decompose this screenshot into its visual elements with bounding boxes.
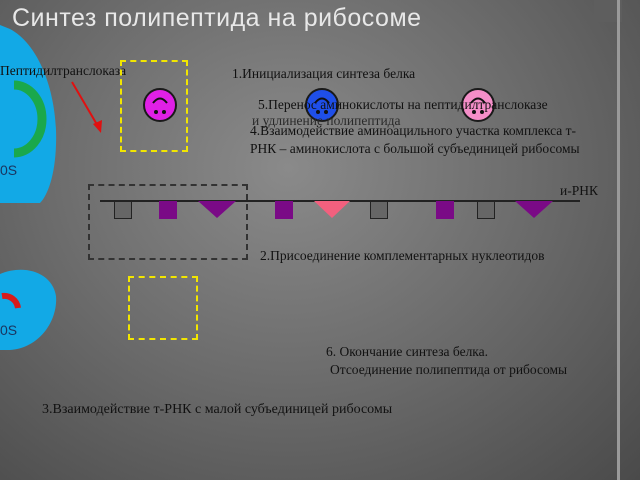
square-nucleotide-icon (370, 201, 388, 219)
smiley-face-icon (305, 88, 339, 122)
step5-continuation: и удлинение полипептида (252, 113, 401, 128)
step1-label: 1.Инициализация синтеза белка (232, 66, 416, 81)
red-arrow-icon (71, 81, 102, 133)
square-nucleotide-icon (275, 201, 293, 219)
corner-decoration (594, 0, 622, 22)
square-nucleotide-icon (159, 201, 177, 219)
step6-title: 6. Окончание синтеза белка. (326, 344, 489, 359)
smiley-face-icon (461, 88, 495, 122)
green-arc-icon (13, 80, 47, 158)
mrna-label: и-РНК (560, 183, 598, 198)
page-title: Синтез полипептида на рибосоме (12, 4, 422, 32)
step2-label: 2.Присоединение комплементарных нуклеоти… (260, 248, 545, 263)
peptidyl-slot-box (120, 60, 188, 152)
square-nucleotide-icon (436, 201, 454, 219)
large-subunit-shape (0, 25, 57, 203)
step5-label: 5.Перенос аминокислоты на пептидилтрансл… (258, 97, 548, 112)
step6-detail: Отсоединение полипептида от рибосомы (330, 362, 568, 377)
large-subunit-label: 0S (0, 162, 18, 178)
triangle-nucleotide-icon (314, 201, 350, 218)
vertical-decoration-line (617, 0, 620, 480)
triangle-nucleotide-icon (198, 201, 236, 218)
step4-label: 4.Взаимодействие аминоацильного участка … (250, 123, 580, 156)
ribosome-site-box (88, 184, 248, 260)
square-nucleotide-icon (114, 201, 132, 219)
peptidyl-label: Пептидилтранслоказа (0, 63, 127, 78)
small-subunit-shape (0, 269, 57, 350)
smiley-face-icon (143, 88, 177, 122)
small-subunit-label: 0S (0, 322, 18, 338)
step3-label: 3.Взаимодействие т-РНК с малой субъедини… (42, 402, 393, 417)
square-nucleotide-icon (477, 201, 495, 219)
empty-slot-box (128, 276, 198, 340)
triangle-nucleotide-icon (515, 201, 553, 218)
red-arc-icon (1, 292, 21, 309)
